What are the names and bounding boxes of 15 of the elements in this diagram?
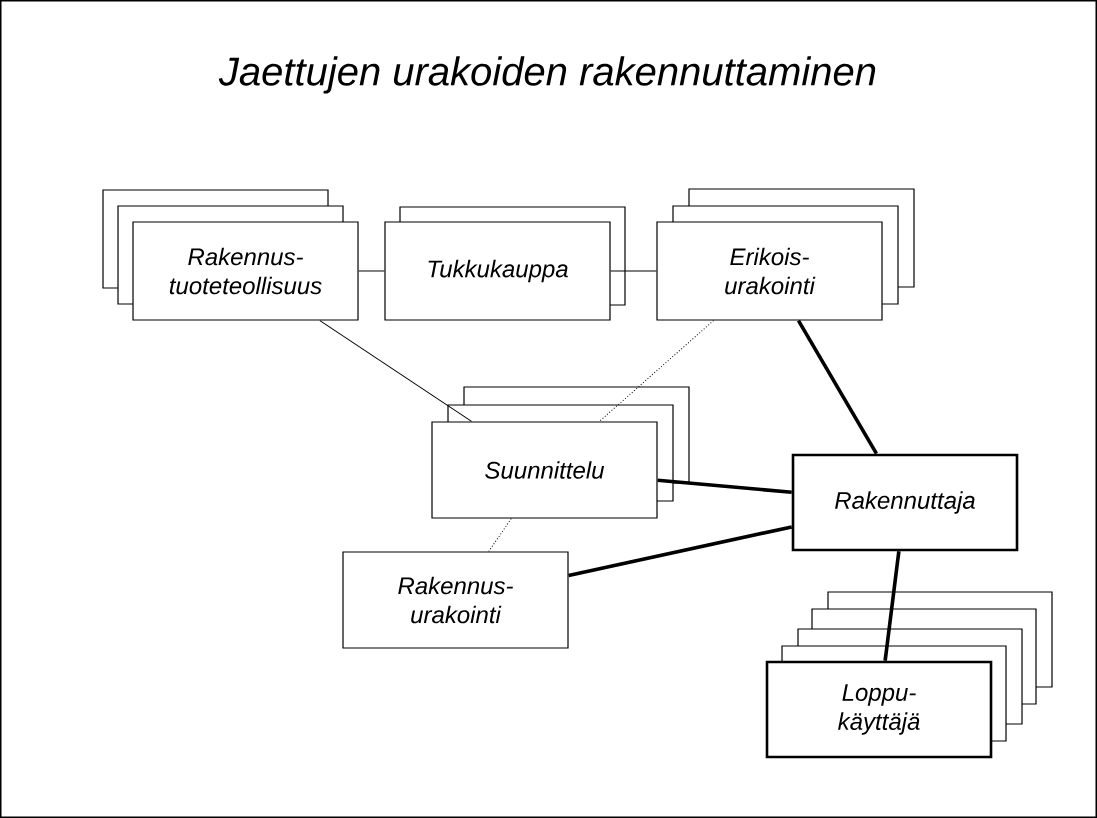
process-box: Rakennus- urakointi <box>342 551 569 649</box>
stacked-box: Rakennus- tuoteteollisuus <box>102 189 359 321</box>
stacked-box: Suunnittelu <box>431 386 690 519</box>
stacked-box: Tukkukauppa <box>384 206 626 321</box>
connector-line <box>568 525 793 578</box>
title: Jaettujen urakoiden rakennuttaminen <box>218 56 876 94</box>
connector-line <box>657 478 792 495</box>
connector-line <box>488 518 512 552</box>
connector-line <box>610 270 657 272</box>
connector-line <box>883 551 901 661</box>
connector-line <box>796 319 878 455</box>
stacked-box: Erikois- urakointi <box>656 188 915 321</box>
connector-line <box>358 270 385 272</box>
stacked-box: Loppu- käyttäjä <box>765 591 1053 759</box>
process-box: Rakennuttaja <box>791 453 1019 552</box>
